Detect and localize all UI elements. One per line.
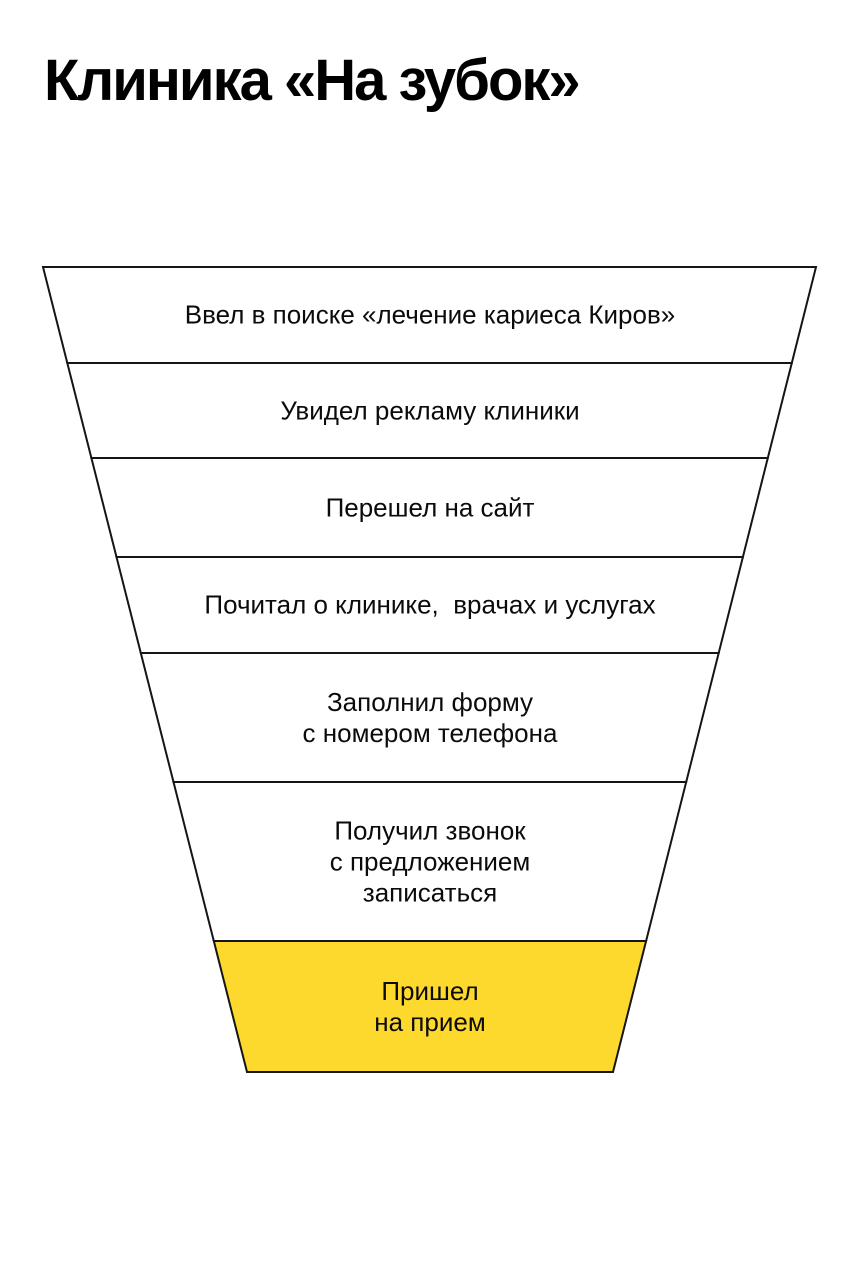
funnel-step-2-shape xyxy=(66,362,794,459)
funnel-step-7-shape-highlighted xyxy=(212,940,648,1073)
funnel-step-1-shape xyxy=(41,266,818,364)
funnel-step-6-shape xyxy=(172,781,688,942)
funnel-step-5-shape xyxy=(139,652,720,783)
funnel-step-3-shape xyxy=(90,457,770,558)
page-title: Клиника «На зубок» xyxy=(44,48,581,113)
funnel-step-4-shape xyxy=(115,556,745,654)
